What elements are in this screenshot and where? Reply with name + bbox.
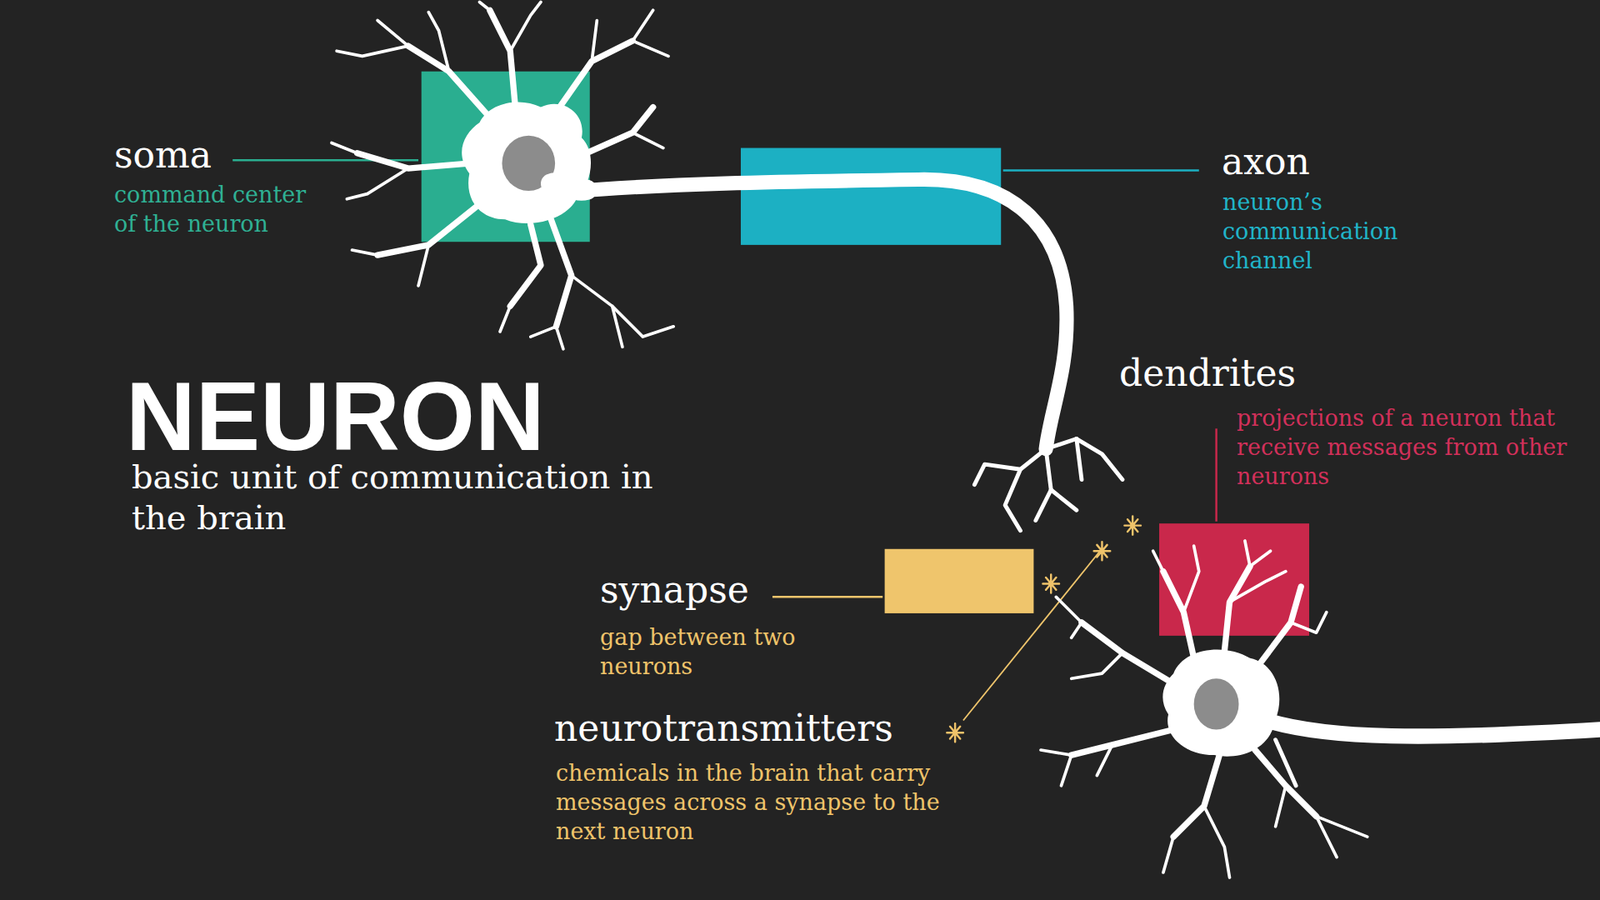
part-name: axon (1221, 140, 1310, 185)
part-description: chemicals in the brain that carry messag… (555, 758, 948, 846)
dendrite-branches (428, 12, 449, 72)
dendrite-branches (1290, 612, 1327, 633)
axon (1263, 719, 1600, 736)
dendrite-branches (1230, 571, 1286, 603)
dendrite-branch (1275, 740, 1296, 786)
dendrite-branches (500, 305, 510, 332)
highlight-boxes (421, 71, 1310, 636)
star (946, 723, 964, 742)
dendrite-branches (1204, 805, 1230, 878)
dendrite-branches (571, 275, 674, 337)
star (1124, 516, 1141, 535)
part-description: gap between two neurons (600, 622, 850, 681)
dendrite-main (510, 224, 541, 306)
axon-terminals (974, 449, 1046, 485)
dendrite-branches (346, 168, 408, 200)
dendrite-highlight (1159, 523, 1310, 636)
dendrite-branches (1071, 622, 1082, 638)
axon-leader (1003, 169, 1200, 171)
part-name: neurotransmitters (554, 706, 894, 751)
dendrite-branches (591, 20, 597, 61)
axon (566, 179, 1067, 449)
dendrite-branches (632, 10, 653, 41)
soma-body (461, 101, 591, 224)
soma-body (1162, 649, 1280, 756)
dendrite-branches (530, 326, 557, 337)
dendrite-main (550, 219, 571, 327)
dendrite-branches (632, 132, 664, 148)
part-description: command center of the neuron (114, 180, 323, 239)
axon-terminals (1045, 439, 1123, 480)
dendrite-main (586, 107, 654, 154)
synapse-leader (772, 595, 883, 598)
part-description: projections of a neuron that receive mes… (1236, 403, 1575, 491)
dendrite-branches (1250, 550, 1270, 566)
dendrite-branches (1055, 596, 1082, 623)
dendrite-branches (1071, 653, 1123, 680)
dendrite-branches (1040, 540, 1368, 878)
axon-terminals (1076, 439, 1082, 480)
dendrite-branches (331, 142, 358, 153)
dendrite-main (357, 153, 472, 169)
dendrite-branches (555, 326, 564, 350)
dendrite-branches (1245, 540, 1250, 567)
dendrite-branches (612, 305, 623, 347)
diagram-subtitle: basic unit of communication in the brain (131, 456, 699, 539)
dendrite-main (357, 10, 654, 327)
dendrite-branches (632, 40, 669, 56)
dendrite-branches (1183, 545, 1199, 613)
dendrite-branches (1316, 816, 1368, 837)
dendrite-branches (1096, 745, 1112, 776)
axon-highlight (740, 148, 1001, 245)
axon-terminals (974, 439, 1123, 531)
axon-terminals (1005, 469, 1020, 530)
dendrite-branches (377, 20, 409, 46)
diagram-title: NEURON (125, 368, 545, 465)
dendrite-branches (510, 1, 541, 51)
dendrites-leader (1215, 428, 1217, 521)
dendrite-main (1224, 566, 1250, 652)
dendrite-main (1071, 566, 1317, 837)
star (1094, 541, 1111, 560)
dendrite-main (1071, 730, 1174, 756)
dendrite-branches (1163, 836, 1174, 873)
neurotransmitter-leader (963, 550, 1100, 720)
star (1042, 574, 1060, 593)
dendrite-main (408, 45, 490, 118)
dendrite-branches (1060, 755, 1071, 786)
dendrite-branches (351, 250, 378, 255)
neurotransmitter-stars (946, 516, 1141, 743)
dendrite-branches (480, 1, 490, 10)
dendrite-branches (418, 245, 429, 286)
dendrite-branches (1040, 750, 1072, 755)
dendrite-main (490, 10, 516, 107)
synapse-highlight (885, 549, 1035, 614)
part-name: dendrites (1119, 351, 1296, 396)
axon-terminals (1050, 490, 1077, 510)
part-description: neuron’s communication channel (1222, 187, 1444, 275)
neuron-lower (1040, 540, 1600, 878)
axon-hillock (550, 182, 587, 190)
dendrite-branches (331, 1, 674, 349)
dendrite-branches (1153, 550, 1164, 571)
axon-terminals (1035, 449, 1051, 521)
nucleus (1194, 678, 1240, 730)
part-name: synapse (600, 568, 750, 613)
part-name: soma (114, 133, 212, 178)
dendrite-branches (1275, 785, 1286, 827)
dendrite-branches (336, 45, 409, 56)
dendrite-main (1163, 571, 1195, 659)
